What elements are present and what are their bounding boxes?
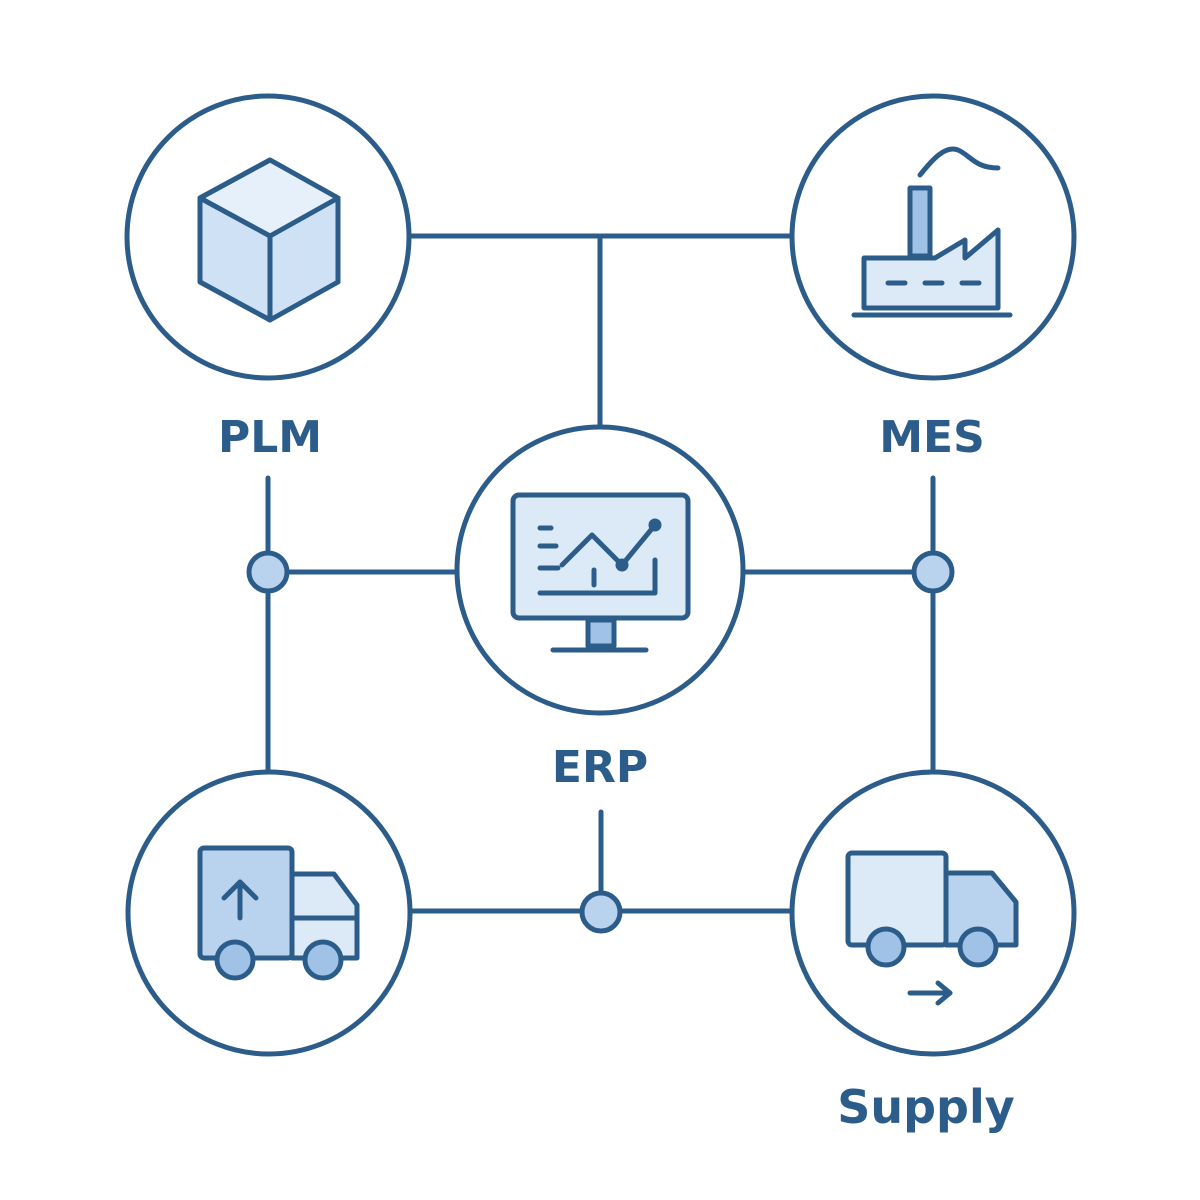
plm-label: PLM — [217, 412, 323, 463]
monitor-chart-icon — [510, 492, 691, 653]
junction-dot-bottom — [579, 890, 623, 934]
supply-label: Supply — [837, 1080, 1015, 1134]
junction-dot-right — [911, 550, 955, 594]
mes-label: MES — [879, 412, 985, 463]
truck-upload-icon — [197, 845, 360, 981]
connectors — [265, 233, 936, 914]
junction-dot-left — [246, 550, 290, 594]
delivery-truck-icon — [845, 850, 1019, 1006]
factory-icon — [851, 146, 1013, 318]
cube-icon — [197, 157, 341, 323]
erp-label: ERP — [551, 742, 649, 793]
mes-node — [789, 93, 1077, 381]
